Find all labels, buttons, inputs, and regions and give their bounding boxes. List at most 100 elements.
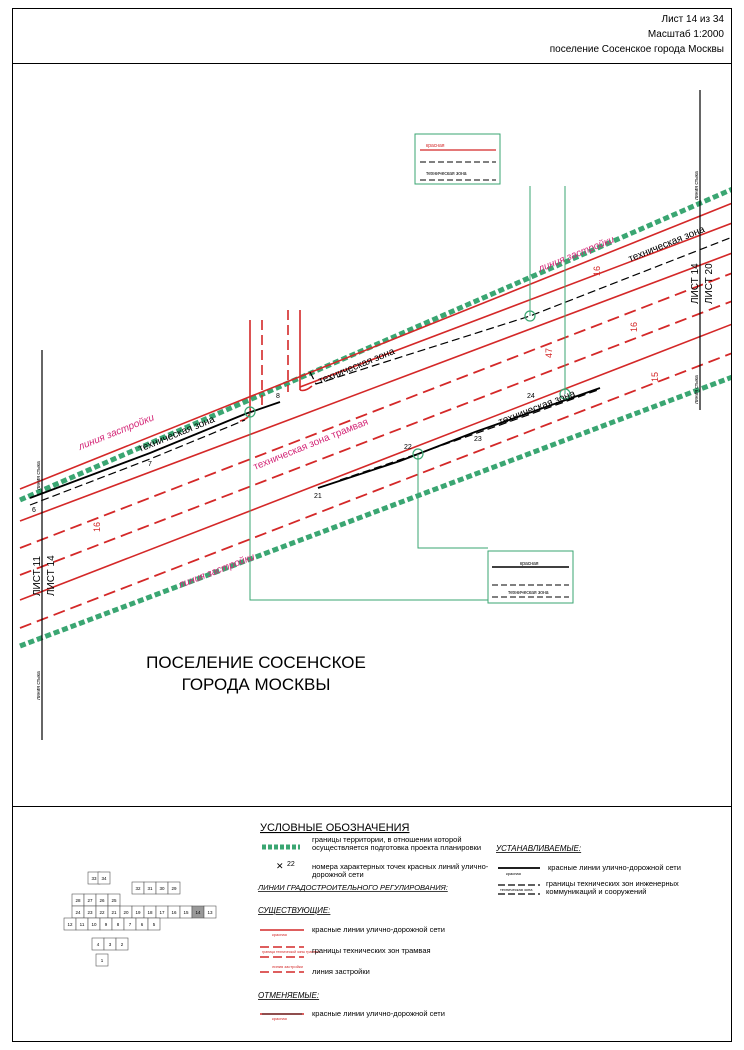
established-zone-mid — [339, 389, 599, 481]
point-label-6: 6 — [32, 507, 36, 514]
tram-zone-label: техническая зона трамвая — [252, 417, 370, 473]
established-red-line-left — [29, 401, 281, 499]
index-cell-label: 32 — [135, 886, 141, 891]
index-cell-label: 8 — [117, 922, 120, 927]
boundary-line-top — [19, 187, 731, 503]
index-cell-label: 19 — [135, 910, 141, 915]
legend-small-tram: граница технической зоны трамвая — [262, 950, 320, 954]
area-title-line-1: ПОСЕЛЕНИЕ СОСЕНСКОЕ — [146, 653, 366, 672]
point-label-23: 23 — [474, 436, 482, 443]
callout-bottom-circle-2 — [412, 448, 424, 460]
index-cell-label: 29 — [171, 886, 177, 891]
point-label-22: 22 — [404, 444, 412, 451]
sheet-ref-20: ЛИСТ 20 — [704, 263, 715, 304]
sheet-frame — [12, 8, 732, 1042]
scale-label: Масштаб 1:2000 — [647, 29, 724, 40]
index-cell-label: 28 — [75, 898, 81, 903]
legend-existing-red-text: красные линии улично-дорожной сети — [312, 925, 445, 934]
legend-small-zone: техническая зона — [500, 887, 533, 892]
header-divider — [12, 63, 732, 64]
index-cell-label: 21 — [111, 910, 117, 915]
sheet-ref-11: ЛИСТ 11 — [32, 556, 43, 596]
index-cell-label: 12 — [67, 922, 73, 927]
index-cell-label: 17 — [159, 910, 165, 915]
index-cell — [115, 937, 129, 951]
legend-established-tech-text: границы технических зон инженерных комму… — [546, 880, 679, 896]
index-cell-label: 15 — [183, 910, 189, 915]
point-label-24: 24 — [527, 393, 535, 400]
index-cell — [167, 881, 181, 895]
callout-bottom-box — [487, 550, 574, 604]
callout-bottom-leader-2 — [417, 454, 488, 549]
established-zone-top — [309, 236, 731, 385]
callout-bottom-circle-1 — [244, 406, 256, 418]
index-cell-label: 1 — [101, 958, 104, 963]
index-cell-label: 7 — [129, 922, 132, 927]
tram-zone-line-1 — [19, 272, 731, 549]
point-label-7: 7 — [148, 461, 152, 468]
dim-label-15: 15 — [650, 372, 660, 382]
tech-zone-label-3: техническая зона — [497, 388, 577, 428]
sheet-ref-14-left: ЛИСТ 14 — [46, 555, 57, 596]
callout-bottom-red-text: красная — [520, 561, 539, 567]
dim-label-16-mid: 16 — [629, 322, 639, 332]
dim-label-47: 47 — [544, 348, 554, 358]
joint-label-left-2: линия стыка — [36, 671, 42, 700]
callout-top-box — [414, 133, 501, 185]
legend-point-number: 22 — [287, 861, 295, 868]
index-cell-label: 9 — [105, 922, 108, 927]
callout-top-circle-1 — [524, 310, 536, 322]
index-cell-label: 30 — [159, 886, 165, 891]
tram-zone-line-3 — [19, 352, 731, 629]
legend-boundary-text-wrap: границы территории, в отношении которой … — [312, 836, 482, 852]
point-label-8: 8 — [276, 393, 280, 400]
index-cell-label: 2 — [121, 942, 124, 947]
index-cell-label: 5 — [153, 922, 156, 927]
index-cell — [97, 871, 111, 885]
index-cell-label: 11 — [80, 922, 85, 927]
index-cell-label: 23 — [87, 910, 93, 915]
tram-zone-line-2 — [19, 300, 731, 576]
map-drawing: красная техническая зона красная техниче… — [19, 90, 731, 740]
legend-point-x-icon: ✕ — [276, 861, 284, 871]
index-cell — [203, 905, 217, 919]
legend-established-tech-wrap: границы технических зон инженерных комму… — [546, 880, 679, 896]
joint-label-left-1: линия стыка — [36, 461, 42, 490]
callout-bottom-leader-1 — [249, 412, 488, 601]
legend-existing-build-text: линия застройки — [312, 967, 370, 976]
index-cell-label: 27 — [87, 898, 93, 903]
index-cell-label: 34 — [101, 876, 107, 881]
red-line-1 — [19, 202, 731, 490]
index-cell-label: 14 — [195, 910, 201, 915]
legend-small-build: линия застройки — [272, 964, 303, 969]
legend-boundary-text: границы территории, в отношении которой … — [312, 836, 482, 852]
boundary-line-bottom — [19, 374, 731, 649]
build-line-label-bottom: линия застройки — [176, 551, 257, 591]
legend-point-text: номера характерных точек красных линий у… — [312, 863, 489, 879]
legend-existing-tram-text: границы технических зон трамвая — [312, 946, 431, 955]
area-title-line-2: ГОРОДА МОСКВЫ — [182, 675, 331, 694]
legend-small-red-3: красная — [506, 871, 521, 876]
index-cell-label: 4 — [97, 942, 100, 947]
dim-label-16-top: 16 — [592, 266, 602, 276]
index-cell-label: 18 — [147, 910, 153, 915]
legend-divider — [12, 806, 732, 807]
joint-label-right-1: линия стыка — [694, 171, 700, 200]
index-cell-label: 33 — [91, 876, 97, 881]
callout-bottom-zone-text: техническая зона — [508, 590, 549, 596]
index-cell-label: 24 — [75, 910, 81, 915]
red-line-2 — [299, 222, 731, 388]
callout-top-circle-2 — [559, 388, 571, 400]
index-cell-label: 10 — [91, 922, 97, 927]
legend-existing-header: СУЩЕСТВУЮЩИЕ: — [258, 906, 330, 915]
legend-point-text-wrap: номера характерных точек красных линий у… — [312, 863, 489, 879]
index-cell-label: 16 — [171, 910, 177, 915]
red-line-3 — [19, 252, 731, 522]
legend-cancelled-red-text: красные линии улично-дорожной сети — [312, 1009, 445, 1018]
index-cell-label: 20 — [123, 910, 129, 915]
index-cell — [95, 953, 109, 967]
established-red-line-mid — [317, 387, 601, 489]
sheet-number: Лист 14 из 34 — [661, 14, 724, 25]
sheet-ref-14-right: ЛИСТ 14 — [690, 263, 701, 304]
